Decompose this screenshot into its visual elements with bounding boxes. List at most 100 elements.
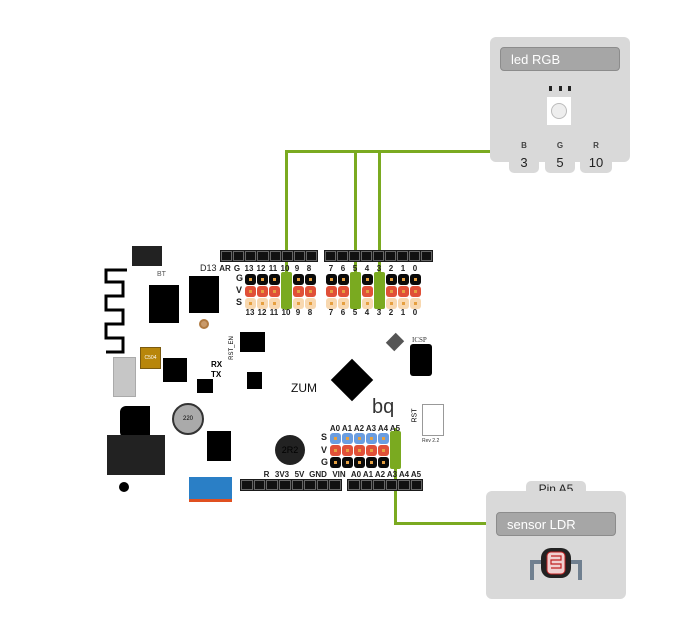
- power-labels: R 3V3 5V GND VIN: [262, 470, 348, 479]
- capacitor: 220: [172, 403, 204, 435]
- chip-small: [197, 379, 213, 393]
- pin-label: G: [233, 264, 241, 273]
- pin-label: 13: [244, 264, 254, 273]
- tx-label: TX: [211, 370, 222, 379]
- analog-labels: A0 A1 A2 A3 A4 A5: [329, 424, 401, 433]
- chip-main-left: [189, 276, 219, 313]
- connector-pin-a5[interactable]: [390, 431, 401, 469]
- pin-label: 12: [256, 264, 266, 273]
- led-rgb-name[interactable]: led RGB: [500, 47, 620, 71]
- analog-bottom-labels: A0 A1 A2 A3 A4 A5: [350, 470, 422, 479]
- pin-label: AR: [219, 264, 231, 273]
- pin-label: 11: [269, 308, 279, 317]
- pin-label-r: R: [593, 141, 599, 150]
- pin-label: 11: [268, 264, 278, 273]
- pin-label: 1: [400, 264, 406, 273]
- pin-label: 12: [257, 308, 267, 317]
- pin-label-g: G: [556, 141, 564, 150]
- sensor-ldr-component[interactable]: sensor LDR: [486, 491, 626, 599]
- dc-jack[interactable]: [107, 435, 165, 475]
- wire-led-blue[interactable]: [378, 150, 381, 310]
- pin-value-b[interactable]: 3: [509, 150, 539, 173]
- wire-ldr-horizontal[interactable]: [394, 522, 488, 525]
- pin-label: GND: [309, 470, 327, 479]
- revision-label: Rev 2.2: [422, 438, 440, 444]
- connector-pin-10[interactable]: [281, 272, 292, 309]
- pin-label: R: [263, 470, 270, 479]
- dip-switch[interactable]: [132, 246, 162, 266]
- micro-usb[interactable]: [113, 357, 136, 397]
- power-header[interactable]: [240, 479, 342, 491]
- row-label-v: V: [236, 285, 243, 295]
- pin-value-g[interactable]: 5: [545, 150, 575, 173]
- chip-usb: [240, 332, 265, 352]
- pin-label: 10: [280, 264, 290, 273]
- chip-bt: [149, 285, 179, 323]
- pin-label: A0: [329, 424, 341, 433]
- rst-button[interactable]: [422, 404, 444, 436]
- pin-label: 8: [306, 264, 312, 273]
- pin-label: A0: [350, 470, 362, 479]
- mounting-hole: [199, 319, 209, 329]
- digital-header-left[interactable]: [220, 250, 318, 262]
- analog-row-label-s: S: [321, 432, 328, 442]
- pin-label: 0: [412, 264, 418, 273]
- digital-labels-right: 7 6 5 4 3 2 1 0: [325, 264, 433, 273]
- chip-dual: [207, 431, 231, 461]
- pin-label: A2: [353, 424, 365, 433]
- pin-label: 1: [400, 308, 406, 317]
- sensor-ldr-name[interactable]: sensor LDR: [496, 512, 616, 536]
- reset-button[interactable]: [385, 332, 405, 352]
- connector-pin-5[interactable]: [350, 272, 361, 309]
- wire-ldr-vertical[interactable]: [394, 428, 397, 525]
- wire-led-horizontal[interactable]: [285, 150, 492, 153]
- bt-label: BT: [157, 271, 166, 278]
- pin-label: 6: [340, 264, 346, 273]
- pin-label: A5: [389, 424, 401, 433]
- zum-board[interactable]: BT C504 RX TX RST_EN 220 ZUM bq ICSP RST…: [95, 240, 465, 502]
- wire-led-red[interactable]: [285, 150, 288, 310]
- pin-label: A3: [386, 470, 398, 479]
- pin-label: A4: [398, 470, 410, 479]
- pin-label: 8: [307, 308, 313, 317]
- inductor: 2R2: [275, 435, 305, 465]
- connector-pin-3[interactable]: [374, 272, 385, 309]
- pin-label-b: B: [521, 141, 527, 150]
- pin-label: A1: [341, 424, 353, 433]
- pin-label: A1: [362, 470, 374, 479]
- icsp-header[interactable]: [410, 344, 432, 376]
- antenna-icon: [104, 268, 127, 354]
- analog-row-s[interactable]: [330, 433, 390, 444]
- pin-label: 6: [340, 308, 346, 317]
- led-rgb-icon: [547, 97, 571, 125]
- wire-led-green[interactable]: [354, 150, 357, 310]
- icsp-label: ICSP: [412, 336, 427, 344]
- pin-label: 5: [352, 264, 358, 273]
- digital-bottom-labels-right: 7 6 5 4 3 2 1 0: [325, 308, 421, 317]
- power-switch[interactable]: [189, 477, 232, 502]
- analog-row-label-v: V: [321, 445, 328, 455]
- pin-label: 13: [245, 308, 255, 317]
- zum-label: ZUM: [291, 381, 317, 395]
- pin-label: 5V: [294, 470, 305, 479]
- analog-header[interactable]: [347, 479, 423, 491]
- regulator: [120, 406, 150, 438]
- row-label-s: S: [236, 297, 243, 307]
- chip-regulator: [163, 358, 187, 382]
- pin-label: 4: [364, 308, 370, 317]
- pin-label: 0: [412, 308, 418, 317]
- digital-header-right[interactable]: [324, 250, 433, 262]
- pin-label: A5: [410, 470, 422, 479]
- pin-label: 3: [376, 308, 382, 317]
- led-rgb-component[interactable]: led RGB B G R: [490, 37, 630, 162]
- pin-label: 2: [388, 308, 394, 317]
- pin-label: 7: [328, 308, 334, 317]
- pin-label: 7: [328, 264, 334, 273]
- pin-value-r[interactable]: 10: [580, 150, 612, 173]
- pin-label: [421, 264, 433, 273]
- chip-mid-1: [247, 372, 262, 389]
- rx-label: RX: [211, 360, 223, 369]
- analog-row-label-g: G: [321, 457, 329, 467]
- pin-label: A3: [365, 424, 377, 433]
- microcontroller: [330, 358, 374, 402]
